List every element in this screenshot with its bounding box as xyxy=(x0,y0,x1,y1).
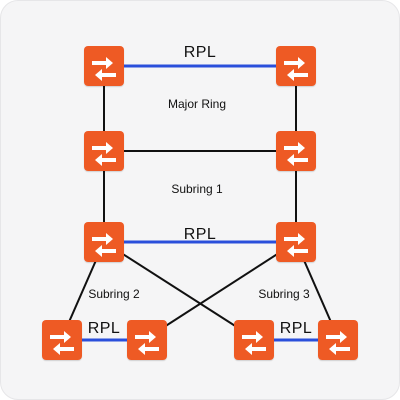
switch-node-subring3-left[interactable] xyxy=(234,320,274,360)
network-switch-icon xyxy=(234,320,274,360)
subring-1-label: Subring 1 xyxy=(171,182,223,196)
rpl-label-bottom-left: RPL xyxy=(87,320,121,337)
switch-node-subring3-right[interactable] xyxy=(318,320,358,360)
link-subring2-cross xyxy=(103,241,255,339)
subring-3-label: Subring 3 xyxy=(258,287,310,301)
network-switch-icon xyxy=(318,320,358,360)
rpl-label-mid: RPL xyxy=(183,226,217,243)
network-switch-icon xyxy=(276,222,316,262)
network-switch-icon xyxy=(127,320,167,360)
network-switch-icon xyxy=(276,131,316,171)
network-switch-icon xyxy=(84,131,124,171)
switch-node-major-top-left[interactable] xyxy=(84,46,124,86)
link-subring3-cross xyxy=(146,241,297,339)
switch-node-subring2-left[interactable] xyxy=(42,320,82,360)
network-switch-icon xyxy=(84,222,124,262)
switch-node-subring1-right[interactable] xyxy=(276,222,316,262)
major-ring-label: Major Ring xyxy=(167,97,227,111)
switch-node-major-top-right[interactable] xyxy=(276,46,316,86)
rpl-label-bottom-right: RPL xyxy=(279,320,313,337)
switch-node-subring1-left[interactable] xyxy=(84,222,124,262)
switch-node-subring2-right[interactable] xyxy=(127,320,167,360)
network-switch-icon xyxy=(84,46,124,86)
switch-node-major-bottom-left[interactable] xyxy=(84,131,124,171)
rpl-label-top: RPL xyxy=(183,44,217,61)
subring-2-label: Subring 2 xyxy=(88,287,140,301)
network-switch-icon xyxy=(42,320,82,360)
network-switch-icon xyxy=(276,46,316,86)
switch-node-major-bottom-right[interactable] xyxy=(276,131,316,171)
